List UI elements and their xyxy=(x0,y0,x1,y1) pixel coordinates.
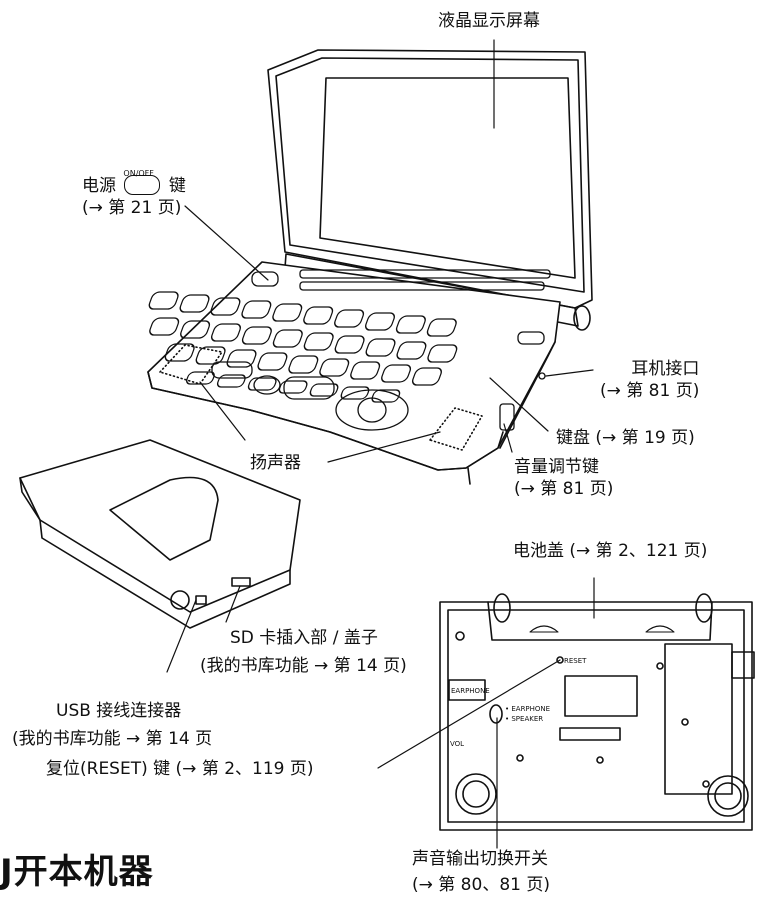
label-battery: 电池盖 (→ 第 2、121 页) xyxy=(513,540,707,562)
device-back xyxy=(439,593,755,831)
label-volume: 音量调节键 (→ 第 81 页) xyxy=(514,456,613,500)
battery-text: 电池盖 (→ 第 2、121 页) xyxy=(513,541,708,561)
vol-mark: VOL xyxy=(450,740,464,748)
earphone-switch-mark: • EARPHONE xyxy=(505,705,550,713)
volume-ref: (→ 第 81 页) xyxy=(514,479,614,499)
earphone-jack-text: 耳机接口 xyxy=(631,359,700,379)
label-lcd: 液晶显示屏幕 xyxy=(438,10,540,32)
label-sd: SD 卡插入部 / 盖子 (我的书库功能 → 第 14 页) xyxy=(200,627,407,677)
power-text2: 键 xyxy=(168,176,186,196)
battery-cover xyxy=(487,601,713,641)
power-text1: 电源 xyxy=(82,176,116,196)
volume-text: 音量调节键 xyxy=(514,457,599,477)
power-ref: (→ 第 21 页) xyxy=(82,198,182,218)
sound-switch xyxy=(489,704,503,724)
earphone-jack xyxy=(538,372,546,380)
usb-text: USB 接线连接器 xyxy=(56,701,182,721)
label-lcd-text: 液晶显示屏幕 xyxy=(438,11,540,31)
label-keyboard: 键盘 (→ 第 19 页) xyxy=(556,427,695,449)
earphone-port-mark: EARPHONE xyxy=(451,687,490,695)
sd-text: SD 卡插入部 / 盖子 xyxy=(230,628,378,648)
sd-slot xyxy=(231,577,251,587)
sound-switch-text: 声音输出切换开关 xyxy=(412,849,548,869)
earphone-port-box xyxy=(448,679,486,701)
device-base xyxy=(147,261,561,485)
power-key-icon: ON/OFF xyxy=(123,169,161,195)
keyboard-text: 键盘 (→ 第 19 页) xyxy=(556,428,695,448)
section-heading: J开本机器 xyxy=(0,852,154,892)
label-speaker: 扬声器 xyxy=(250,452,301,474)
reset-hole xyxy=(556,656,564,664)
earphone-jack-ref: (→ 第 81 页) xyxy=(600,381,700,401)
keyboard-keys xyxy=(148,269,551,431)
sound-switch-ref: (→ 第 80、81 页) xyxy=(412,875,550,895)
reset-text: 复位(RESET) 键 (→ 第 2、119 页) xyxy=(46,759,314,779)
power-key-text: ON/OFF xyxy=(123,169,154,178)
label-reset: 复位(RESET) 键 (→ 第 2、119 页) xyxy=(46,758,314,780)
speaker-text: 扬声器 xyxy=(250,453,301,473)
label-earphone-jack: 耳机接口 (→ 第 81 页) xyxy=(600,358,699,402)
lcd-screen xyxy=(319,77,576,279)
label-power: 电源 ON/OFF 键 (→ 第 21 页) xyxy=(82,169,186,219)
reset-mark: RESET xyxy=(564,657,587,665)
label-usb: USB 接线连接器 (我的书库功能 → 第 14 页 xyxy=(12,700,212,750)
volume-key xyxy=(499,403,515,431)
label-sound-switch: 声音输出切换开关 (→ 第 80、81 页) xyxy=(412,848,550,896)
device-lid xyxy=(267,49,593,331)
speaker-switch-mark: • SPEAKER xyxy=(505,715,543,723)
sd-ref: (我的书库功能 → 第 14 页) xyxy=(200,656,407,676)
leader-lines xyxy=(166,39,595,849)
closed-device xyxy=(19,439,301,629)
usb-ref: (我的书库功能 → 第 14 页 xyxy=(12,729,213,749)
